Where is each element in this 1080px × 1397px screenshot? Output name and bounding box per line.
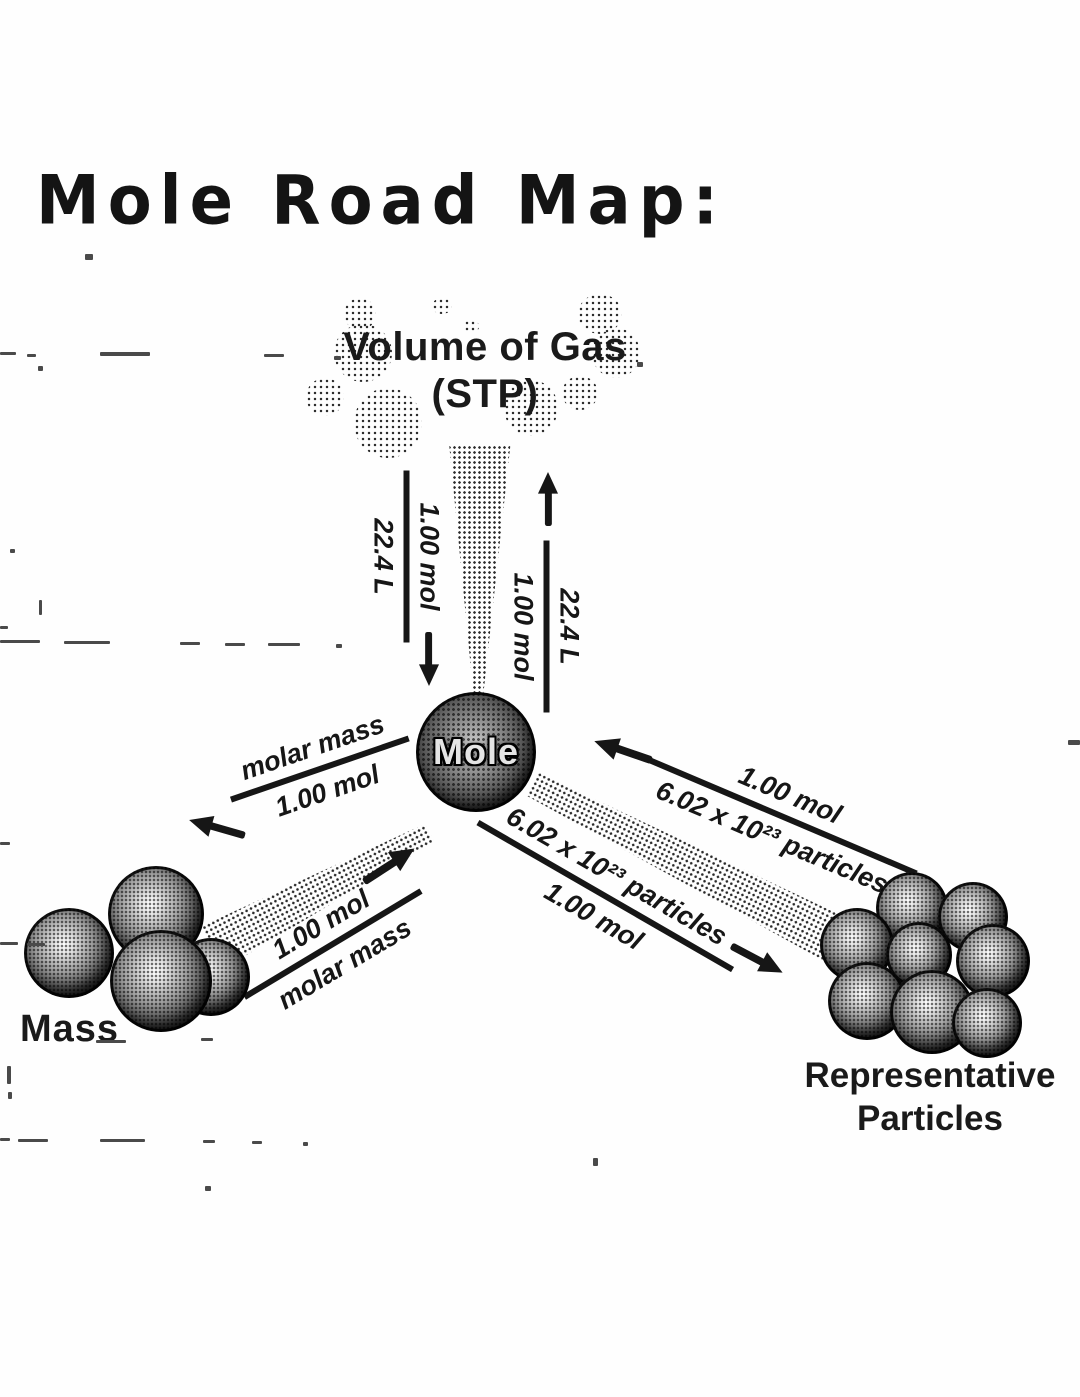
gas-stipple-puff [306,378,344,416]
down-right-arrow-icon [725,934,788,984]
scan-artifact [205,1186,211,1191]
scan-artifact [100,352,150,356]
scan-artifact [18,1139,48,1142]
scan-artifact [96,1040,126,1043]
scan-artifact [0,1138,10,1141]
conversion-denominator: 22.4 L [368,518,399,595]
scan-artifact [27,943,45,946]
mole-node-label: Mole [432,731,519,772]
gas-stipple-puff [354,388,422,458]
conversion-mole-to-volume: 22.4 L 1.00 mol [508,540,585,713]
up-right-arrow-icon [356,837,422,893]
scan-artifact [0,842,10,845]
mass-sphere [110,930,212,1032]
scan-artifact [203,1140,215,1143]
scan-artifact [201,1038,213,1041]
conversion-denominator: 1.00 mol [508,572,539,681]
scan-artifact [0,640,40,643]
gas-stipple-puff [562,376,598,410]
gas-stipple-puff [464,320,479,333]
down-left-arrow-icon [186,808,249,849]
volume-of-gas-node-label: Volume of Gas (STP) [318,324,652,418]
scan-artifact [1068,740,1080,745]
scan-artifact [303,1142,308,1146]
scan-artifact [225,643,245,646]
scan-artifact [100,1139,145,1142]
scan-artifact [180,642,200,645]
particles-node-label: Representative Particles [778,1054,1080,1141]
scan-artifact [64,641,110,644]
particle-sphere [956,924,1030,998]
gas-stipple-puff [432,298,452,314]
gas-stipple-puff [504,380,558,436]
scan-artifact [268,643,300,646]
particles-label-line1: Representative [804,1056,1056,1095]
scan-artifact [637,362,643,367]
scan-artifact [264,354,284,357]
up-arrow-icon [535,472,561,526]
conversion-volume-to-mole: 1.00 mol 22.4 L [368,470,445,643]
scan-artifact [39,600,42,615]
page-title: Mole Road Map: [36,161,727,241]
scan-artifact [85,254,93,260]
scan-artifact [334,356,341,360]
scan-artifact [27,354,36,357]
gas-stipple-puff [334,324,392,382]
scan-artifact [0,626,8,629]
scan-artifact [252,1141,262,1144]
conversion-numerator: 1.00 mol [403,470,445,643]
conversion-numerator: 22.4 L [543,540,585,713]
particles-label-line2: Particles [857,1099,1003,1139]
conversion-mole-to-mass: molar mass 1.00 mol [218,702,422,836]
scan-artifact [593,1158,598,1166]
gas-stipple-puff [578,294,622,334]
mass-sphere [24,908,114,998]
up-left-arrow-icon [589,729,656,774]
mass-node-label: Mass [20,1008,120,1050]
scan-artifact [0,352,16,355]
scan-artifact [8,1092,12,1099]
scan-artifact [0,942,18,945]
volume-label-line2: (STP) [431,372,539,417]
volume-label-line1: Volume of Gas [343,325,627,369]
down-arrow-icon [416,632,442,686]
scan-artifact [336,644,342,648]
particle-sphere [952,988,1022,1058]
scan-artifact [10,549,15,553]
mole-node-sphere: Mole [416,692,536,812]
scan-artifact [38,366,43,371]
scan-artifact [7,1066,11,1084]
gas-stipple-puff [592,328,640,378]
beam-volume-mole [449,445,511,697]
